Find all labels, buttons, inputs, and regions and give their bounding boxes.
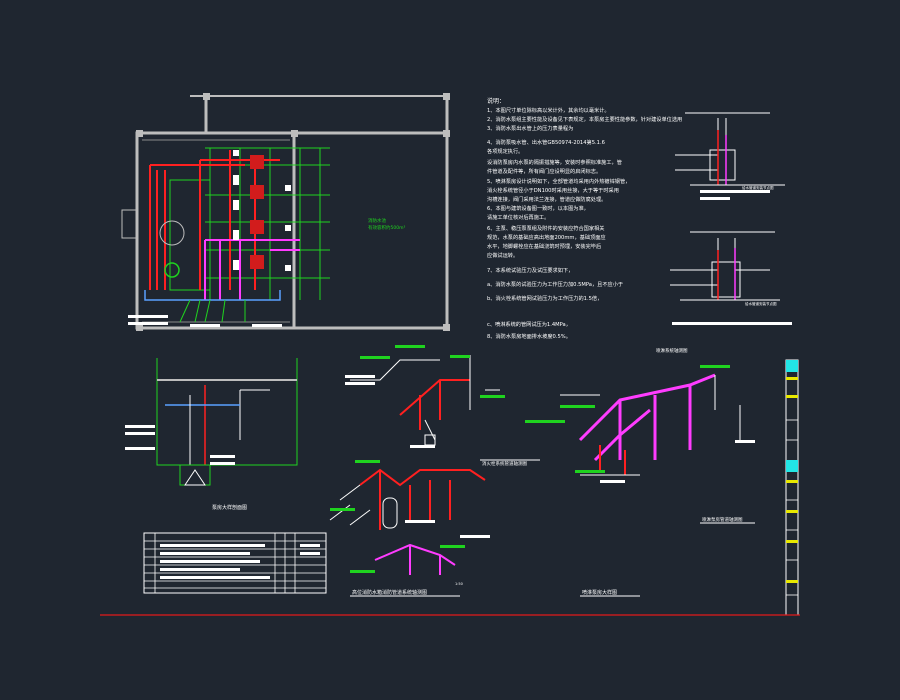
notes-line: 3、消防水泵出水管上的压力表量程为 <box>487 124 573 132</box>
plan-room-title: 消防水池 <box>368 217 386 224</box>
detail-bottom: 给水管道安装节点图 <box>670 231 792 325</box>
notes-line: 设消防泵房内水泵的隔振措施等，安装时参照标准施工，管 <box>487 158 622 166</box>
notes-line: 件管道及配件等，所有阀门应设明显的启闭标志。 <box>487 167 601 175</box>
tank-symbol <box>382 497 398 529</box>
detail-bottom-label: 给水管道安装节点图 <box>745 301 777 306</box>
plan-door <box>121 209 138 239</box>
notes-line: 应做试运转。 <box>487 251 518 259</box>
axon-top-right-title: 喷淋系统轴测图 <box>656 347 688 354</box>
notes-line: 水平，地脚螺栓应在基础浇筑时预埋，安装完毕后 <box>487 242 601 250</box>
notes-line: 请施工单位核对后再施工。 <box>487 213 549 221</box>
notes-line: 4、消防泵吸水管、出水管GB50974-2014第5.1.6 <box>487 138 605 146</box>
design-notes: 说明： 1、本图尺寸单位除标高以米计外，其余均以毫米计。 2、消防水泵组主要性能… <box>487 97 682 340</box>
notes-line: a、消防水泵的试验压力为工作压力加0.5MPa，且不应小于 <box>487 280 623 288</box>
notes-line: 6、主泵、稳压泵泵组及附件的安装应符合国家相关 <box>487 224 604 232</box>
notes-line: 消火栓系统管径小于DN100时采用丝接，大于等于时采用 <box>487 186 619 194</box>
plan-room-subtitle: 有效容积约500m³ <box>368 224 405 231</box>
notes-line: 规范，水泵的基础应高出地面200mm，基础顶面应 <box>487 233 606 241</box>
axon-bottom-right-title: 喷淋泵房大样图 <box>582 589 617 596</box>
notes-heading: 说明： <box>487 97 505 105</box>
notes-line: b、消火栓系统管网试验压力为工作压力的1.5倍， <box>487 294 602 302</box>
pump-symbol <box>164 262 180 278</box>
axon-bottom-title: 高位消防水箱消防管道系统轴测图 <box>352 589 427 596</box>
notes-line: c、喷淋系统的管网试压为1.4MPa， <box>487 320 571 328</box>
notes-line: 沟槽连接，阀门采用法兰连接，管道应做防腐处理。 <box>487 195 606 203</box>
notes-line: 2、消防水泵组主要性能及设备见下表规定，本泵房主要性能参数，针对建设单位选用 <box>487 115 682 123</box>
section-title: 泵房大样剖面图 <box>212 504 247 511</box>
pump-room-plan: 消防水池 有效容积约500m³ <box>121 93 450 331</box>
section-view: 泵房大样剖面图 <box>125 358 298 511</box>
notes-line: 1、本图尺寸单位除标高以米计外，其余均以毫米计。 <box>487 106 610 114</box>
notes-line: 6、本图与建筑设备图一致时，以本图为准， <box>487 204 589 212</box>
axon-top-left: 消火栓系统管道轴测图 <box>345 345 540 467</box>
equipment-table <box>143 532 327 594</box>
title-block <box>785 359 799 616</box>
axon-top-right: 喷淋系统轴测图 喷淋泵房管道轴测图 <box>525 347 755 524</box>
detail-top-label: 给水管道安装节点图 <box>742 185 774 190</box>
tank-symbol <box>159 220 185 246</box>
notes-line: 7、本系统试验压力及试压要求如下， <box>487 266 573 274</box>
axon-right-note: 喷淋泵房管道轴测图 <box>702 516 743 523</box>
axon-top-left-title: 消火栓系统管道轴测图 <box>482 460 527 467</box>
axon-bottom: 高位消防水箱消防管道系统轴测图 1:50 喷淋泵房大样图 <box>329 460 640 597</box>
notes-line: 8、消防水泵房地面排水坡度0.5%。 <box>487 332 571 340</box>
detail-top: 给水管道安装节点图 <box>675 112 785 200</box>
axon-bottom-scale: 1:50 <box>455 582 463 586</box>
notes-line: 5、喷淋泵房设计说明如下，全部管道均采用内外热镀锌钢管， <box>487 177 630 185</box>
notes-line: 各项规定执行。 <box>487 147 523 155</box>
